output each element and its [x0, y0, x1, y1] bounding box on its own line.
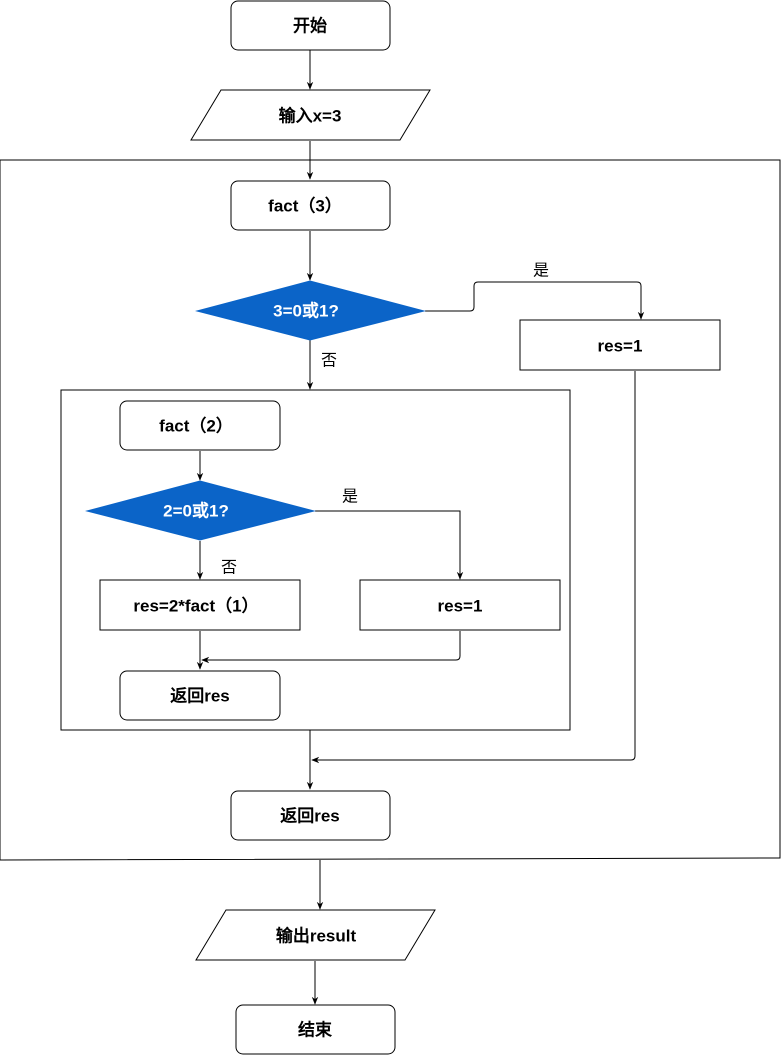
yes-label-inner: 是	[342, 489, 358, 506]
end-label: 结束	[298, 1020, 332, 1040]
input-node: 输入x=3	[190, 89, 431, 141]
inner-recursion-frame	[60, 389, 571, 731]
no-label-inner: 否	[221, 560, 237, 577]
res-calc-label: res=2*fact（1）	[133, 596, 258, 616]
start-node: 开始	[230, 0, 391, 51]
return-inner-label: 返回res	[170, 687, 230, 706]
edge-cond3-yes	[425, 281, 645, 320]
outer-recursion-frame	[0, 159, 781, 861]
res1-outer-node: res=1	[519, 319, 721, 371]
return-outer-label: 返回res	[280, 807, 340, 826]
input-label: 输入x=3	[279, 106, 342, 126]
cond3-label: 3=0或1?	[273, 301, 339, 321]
fact3-label: fact（3）	[268, 196, 342, 216]
edge-res1inner-merge	[201, 631, 461, 664]
cond2-label: 2=0或1?	[163, 501, 229, 521]
output-node: 输出result	[195, 909, 436, 961]
res1-inner-label: res=1	[438, 597, 483, 616]
cond2-decision: 2=0或1?	[85, 480, 316, 541]
fact2-node: fact（2）	[119, 400, 281, 451]
start-label: 开始	[293, 16, 327, 36]
cond3-decision: 3=0或1?	[195, 280, 426, 341]
res1-outer-label: res=1	[598, 337, 643, 356]
no-label-outer: 否	[321, 353, 337, 370]
edge-res1outer-merge	[311, 371, 636, 764]
edge-cond2-yes	[315, 510, 464, 580]
res-calc-node: res=2*fact（1）	[99, 579, 301, 631]
res1-inner-node: res=1	[359, 579, 561, 631]
end-node: 结束	[235, 1004, 396, 1055]
return-inner-node: 返回res	[119, 670, 281, 721]
output-label: 输出result	[276, 926, 357, 946]
fact2-label: fact（2）	[159, 416, 233, 436]
return-outer-node: 返回res	[230, 790, 391, 841]
fact3-node: fact（3）	[230, 180, 391, 231]
yes-label-outer: 是	[533, 263, 549, 280]
